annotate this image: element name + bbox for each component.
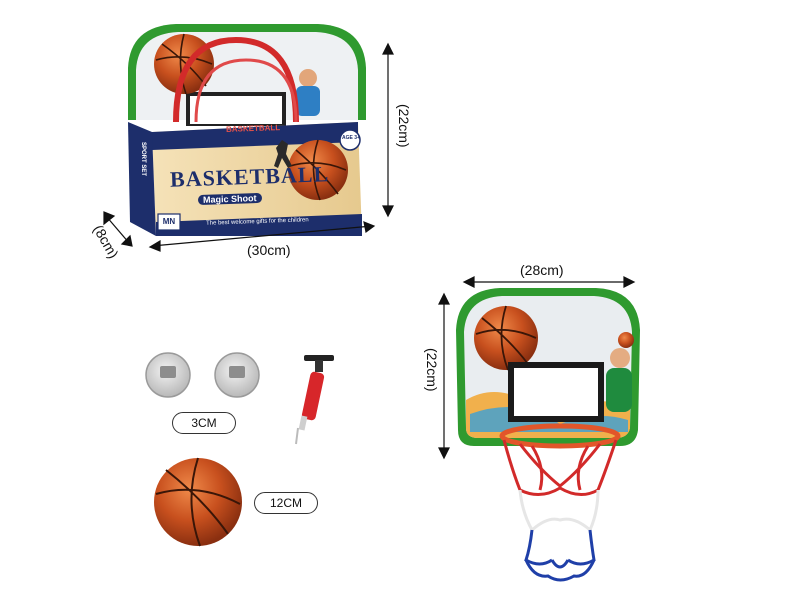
package-brand: MN [162, 217, 176, 226]
air-pump [295, 355, 334, 445]
suction-cup-size-pill: 3CM [172, 412, 236, 434]
age-badge [339, 129, 361, 151]
package-dimension-lines [103, 42, 394, 252]
package-age: AGE 3+ [342, 135, 360, 141]
hoop-board [456, 288, 640, 446]
package-top-title: BASKETBALL [225, 123, 281, 134]
brand-badge [157, 213, 181, 231]
hoop-rim-net [499, 423, 621, 582]
board-kid [610, 348, 630, 368]
suction-cups [145, 352, 260, 398]
package-title: BASKETBALL [169, 161, 330, 192]
mini-basketball [154, 457, 242, 547]
box-width-label: (30cm) [247, 242, 291, 258]
package-box [128, 24, 366, 236]
hoop-net [502, 439, 618, 582]
box-height-label: (22cm) [396, 104, 412, 148]
package-side-label: SPORT SET [140, 142, 146, 177]
board-width-label: (28cm) [520, 262, 564, 278]
board-height-label: (22cm) [424, 348, 440, 392]
hoop-rim [499, 423, 621, 449]
package-side [128, 122, 156, 236]
ball-size-pill: 12CM [254, 492, 318, 514]
package-rim-arc [173, 36, 299, 123]
board-dimension-lines [438, 276, 636, 460]
